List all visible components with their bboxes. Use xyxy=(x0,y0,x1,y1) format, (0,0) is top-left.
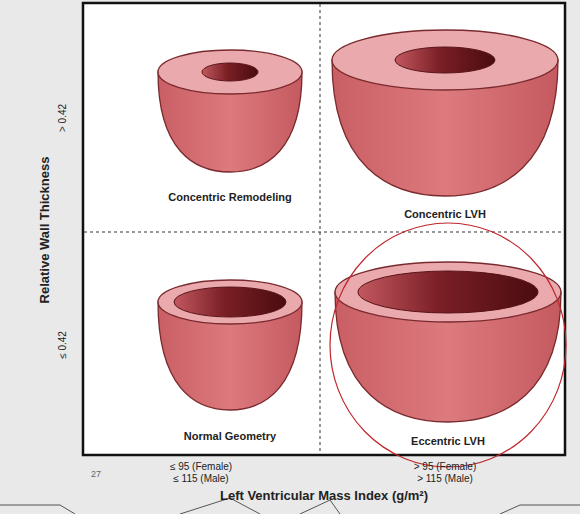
axis-title: Left Ventricular Mass Index (g/m²) xyxy=(220,489,428,503)
chart-frame xyxy=(83,3,565,455)
slide-number: 27 xyxy=(91,470,101,480)
axis-tick-label: ≤ 0.42 xyxy=(57,331,68,359)
divider-line xyxy=(320,4,321,454)
axis-tick-label: > 0.42 xyxy=(57,104,68,132)
quadrant-label: Eccentric LVH xyxy=(411,435,485,447)
ventricle-rim xyxy=(335,262,561,322)
ventricle-cavity xyxy=(358,271,538,313)
highlight-circle xyxy=(330,223,566,467)
ventricle-cavity xyxy=(395,47,495,73)
axis-tick-label: ≤ 95 (Female) xyxy=(170,461,232,472)
axis-tick-label: > 95 (Female) xyxy=(414,461,477,472)
ventricle-rim xyxy=(158,50,302,94)
quadrant-label: Concentric Remodeling xyxy=(168,191,291,203)
ventricle-rim xyxy=(332,30,558,90)
quadrant-label: Concentric LVH xyxy=(404,208,486,220)
ventricle-cavity xyxy=(202,63,258,81)
ventricle-rim xyxy=(158,280,302,324)
axis-tick-label: > 115 (Male) xyxy=(417,473,473,484)
axis-tick-label: ≤ 115 (Male) xyxy=(173,473,228,484)
ventricle-cavity xyxy=(174,287,286,317)
axis-title: Relative Wall Thickness xyxy=(38,157,52,304)
quadrant-label: Normal Geometry xyxy=(184,430,276,442)
